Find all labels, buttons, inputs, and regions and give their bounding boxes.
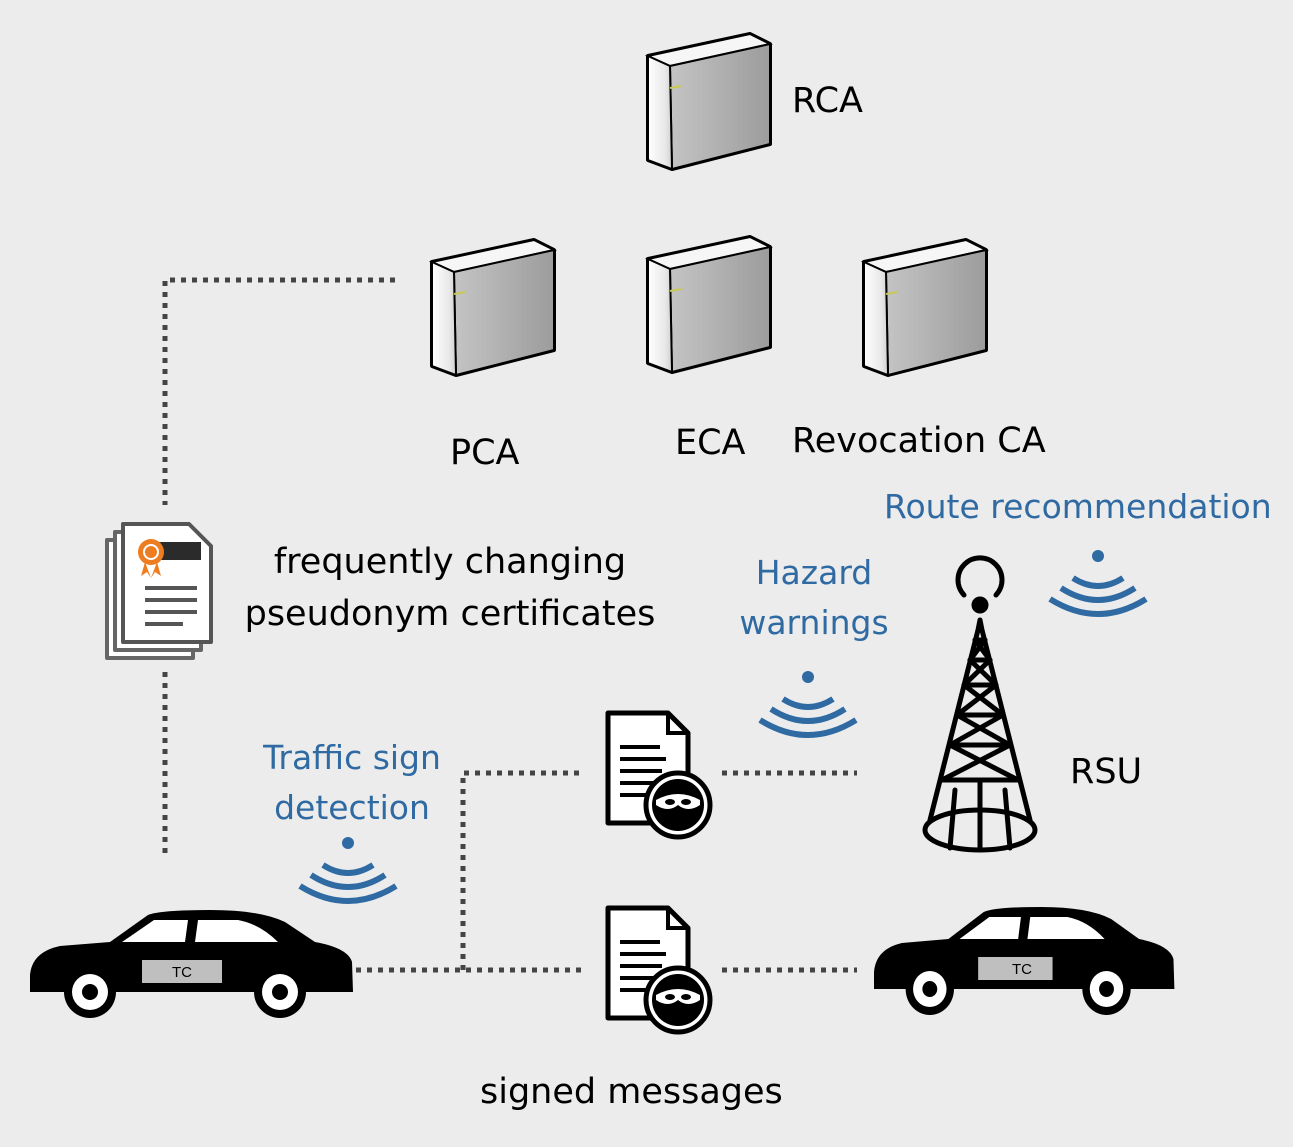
- hazard-line2: warnings: [739, 603, 889, 642]
- car-right-icon: TC: [874, 907, 1175, 1015]
- revocation-server-icon: [862, 238, 988, 377]
- eca-label: ECA: [675, 423, 746, 463]
- revocation-ca-label: Revocation CA: [792, 421, 1046, 461]
- route-recommendation-label: Route recommendation: [884, 487, 1272, 526]
- hazard-wifi-icon: [760, 671, 856, 735]
- traffic-sign-label: Traffic sign detection: [252, 733, 452, 833]
- pca-label: PCA: [450, 433, 520, 473]
- pca-connector: [162, 277, 395, 505]
- rsu-label: RSU: [1070, 752, 1143, 792]
- car-badge-label: TC: [1012, 961, 1032, 978]
- signed-message-icon: [608, 713, 710, 837]
- traffic-wifi-icon: [300, 837, 396, 901]
- pca-server-icon: [430, 238, 556, 377]
- certificates-label: frequently changing pseudonym certificat…: [230, 536, 670, 640]
- rca-label: RCA: [792, 81, 863, 121]
- signed-message-icon: [608, 908, 710, 1032]
- rsu-tower-icon: [922, 555, 1038, 853]
- hazard-line1: Hazard: [755, 553, 873, 592]
- connector-lines: [162, 277, 857, 973]
- certificates-line1: frequently changing: [273, 542, 627, 582]
- traffic-line2: detection: [274, 788, 430, 827]
- certificate-stack-icon: [105, 522, 213, 660]
- certificates-line2: pseudonym certificates: [244, 594, 656, 634]
- traffic-line1: Traffic sign: [263, 738, 441, 777]
- route-wifi-icon: [1050, 550, 1146, 614]
- eca-server-icon: [646, 235, 772, 374]
- rca-server-icon: [646, 32, 772, 171]
- signed-messages-label: signed messages: [480, 1072, 783, 1112]
- car-badge-label: TC: [172, 964, 192, 981]
- car-left-icon: TC: [30, 910, 353, 1018]
- branch-connector: [460, 770, 580, 970]
- hazard-warnings-label: Hazard warnings: [734, 548, 894, 648]
